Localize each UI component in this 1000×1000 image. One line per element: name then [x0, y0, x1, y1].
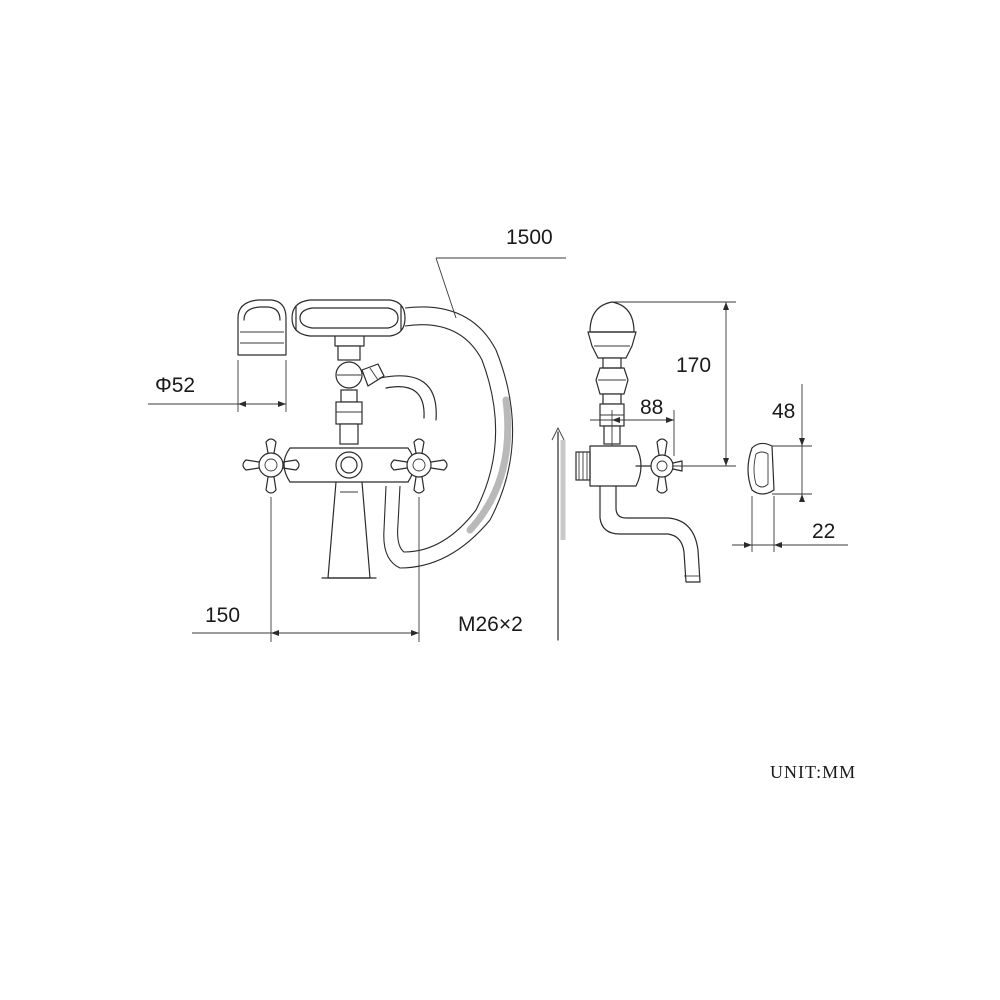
projection-label: 88	[640, 396, 663, 419]
diameter-dimension	[148, 360, 287, 412]
central-stem	[335, 345, 385, 445]
hand-shower-head	[237, 299, 287, 356]
center-distance-label: 150	[205, 604, 240, 627]
hose-connector	[379, 375, 437, 421]
hose-length-leader	[435, 257, 566, 319]
height-dimension	[612, 301, 736, 467]
spout	[321, 481, 377, 579]
center-distance-dimension	[192, 497, 420, 642]
wall-line	[551, 426, 566, 641]
height-label: 170	[676, 354, 711, 377]
side-view: 170 88	[551, 301, 736, 641]
escutcheon-detail	[732, 384, 848, 552]
side-spout	[599, 485, 701, 583]
projection-dimension	[590, 410, 675, 456]
shower-hose	[383, 306, 514, 569]
shower-cradle	[291, 299, 406, 347]
side-body	[575, 445, 653, 487]
valve-body	[283, 447, 415, 483]
thread-label: M26×2	[458, 613, 523, 636]
side-handle	[650, 438, 683, 494]
escutcheon-height-label: 48	[772, 400, 795, 423]
escutcheon-depth-label: 22	[812, 520, 835, 543]
front-view: Φ52 1500 150 M26×2	[148, 226, 566, 642]
side-cradle	[587, 301, 637, 359]
right-cross-handle	[390, 438, 448, 494]
diameter-label: Φ52	[155, 374, 195, 397]
unit-label: UNIT:MM	[770, 762, 856, 782]
left-cross-handle	[242, 438, 300, 494]
hose-length-label: 1500	[506, 226, 553, 249]
